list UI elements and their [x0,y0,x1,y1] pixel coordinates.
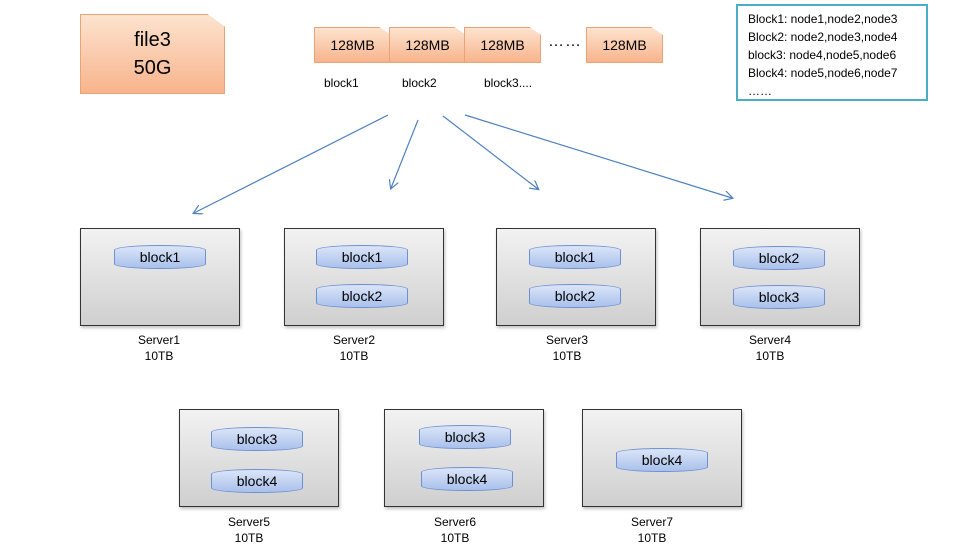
chunk-size: 128MB [405,37,450,53]
mapping-line: block3: node4,node5,node6 [748,48,897,62]
server-name: Server6 [433,515,477,529]
chunk-size: 128MB [330,37,375,53]
server-capacity: 10TB [339,349,369,363]
server1-box: block1 [80,228,240,326]
server-name: Server7 [630,515,674,529]
disk-block1: block1 [114,245,206,269]
chunk-last: 128MB [586,27,663,63]
disk-block4: block4 [211,469,303,493]
block-mapping-box: Block1: node1,node2,node3 Block2: node2,… [736,4,928,101]
chunk-block3: 128MB [464,27,541,63]
file-name: file3 [134,29,171,51]
file-node: file3 50G [80,14,225,94]
disk-block4: block4 [616,448,708,472]
mapping-line: Block4: node5,node6,node7 [748,66,898,80]
server3-box: block1 block2 [496,228,656,326]
server-capacity: 10TB [440,531,470,545]
server-name: Server1 [137,333,181,347]
server7-box: block4 [582,409,742,507]
chunk-label-block1: block1 [324,76,359,90]
server-name: Server2 [332,333,376,347]
server2-box: block1 block2 [284,228,444,326]
chunk-label-block2: block2 [402,76,437,90]
file-size: 50G [133,57,172,79]
server-capacity: 10TB [144,349,174,363]
server7-caption: Server7 10TB [592,514,712,546]
server4-caption: Server4 10TB [710,332,830,364]
disk-block1: block1 [529,245,621,269]
chunk-ellipsis: …… [548,33,582,50]
server5-caption: Server5 10TB [189,514,309,546]
server2-caption: Server2 10TB [294,332,414,364]
server1-caption: Server1 10TB [99,332,219,364]
server-name: Server5 [227,515,271,529]
arrow-to-server3 [442,115,538,189]
disk-block2: block2 [529,284,621,308]
mapping-line: Block1: node1,node2,node3 [748,12,898,26]
chunk-size: 128MB [602,37,647,53]
chunk-label-block3: block3.... [484,76,533,90]
disk-block3: block3 [211,427,303,451]
server6-caption: Server6 10TB [395,514,515,546]
arrow-to-server2 [391,119,419,188]
disk-block2: block2 [733,246,825,270]
server-capacity: 10TB [552,349,582,363]
server-capacity: 10TB [755,349,785,363]
disk-block4: block4 [421,467,513,491]
arrow-to-server1 [194,114,389,213]
server-name: Server4 [748,333,792,347]
chunk-block2: 128MB [389,27,466,63]
disk-block2: block2 [316,284,408,308]
disk-block3: block3 [733,285,825,309]
mapping-line: …… [748,84,772,98]
server-capacity: 10TB [637,531,667,545]
server6-box: block3 block4 [384,409,544,507]
arrow-to-server4 [464,114,732,198]
server3-caption: Server3 10TB [507,332,627,364]
mapping-line: Block2: node2,node3,node4 [748,30,898,44]
server-capacity: 10TB [234,531,264,545]
disk-block3: block3 [419,425,511,449]
chunk-size: 128MB [480,37,525,53]
server-name: Server3 [545,333,589,347]
disk-block1: block1 [316,245,408,269]
server5-box: block3 block4 [179,409,339,507]
server4-box: block2 block3 [700,228,860,326]
